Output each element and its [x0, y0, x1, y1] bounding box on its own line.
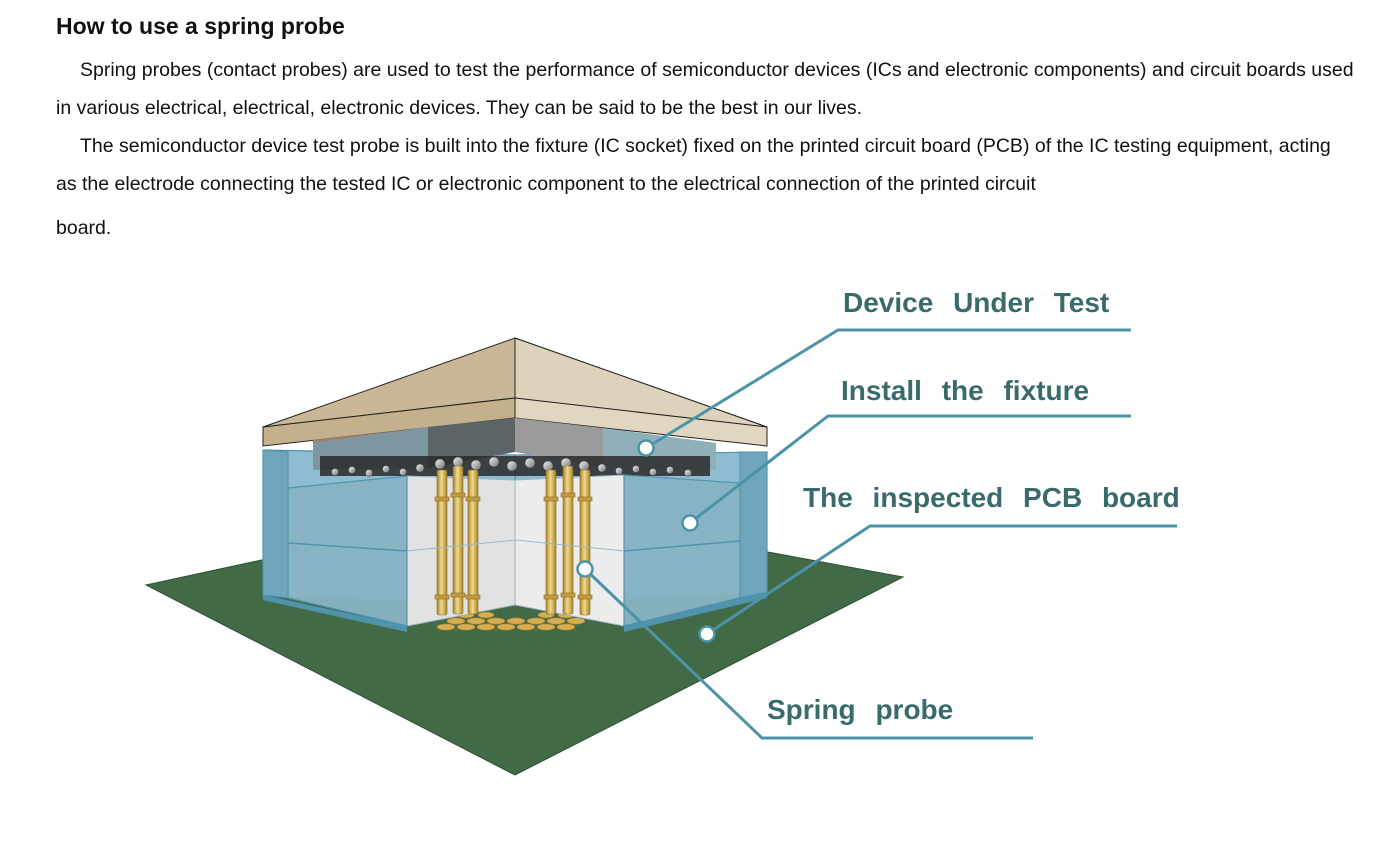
- pcb-pads: [436, 611, 586, 631]
- callout-line-pcb: [706, 524, 1177, 636]
- callout-dots: [576, 439, 716, 643]
- cavity-seam-right: [514, 539, 625, 552]
- callout-label-pcb: The inspected PCB board: [803, 482, 1180, 513]
- callout-label-dut: Device Under Test: [843, 287, 1109, 318]
- fixture-base-right: [624, 592, 767, 632]
- callout-lines: [583, 328, 1177, 740]
- callout-line-fixture: [689, 414, 1131, 525]
- socket-paragraph: The semiconductor device test probe is b…: [56, 127, 1356, 247]
- fixture-base-left: [263, 595, 407, 632]
- callout-dot-dut: [637, 439, 655, 457]
- intro-paragraph: Spring probes (contact probes) are used …: [56, 59, 1354, 119]
- callout-line-probe: [583, 567, 1033, 740]
- callout-dot-fixture: [681, 514, 699, 532]
- fixture-seam-right: [623, 540, 741, 552]
- fixture-seam-left: [287, 542, 408, 552]
- callout-label-probe: Spring probe: [767, 694, 953, 725]
- socket-paragraph-text: The semiconductor device test probe is b…: [56, 135, 1331, 195]
- socket-paragraph-end: board.: [56, 217, 112, 239]
- page-title: How to use a spring probe: [56, 13, 345, 39]
- spring-probes: [434, 465, 593, 616]
- cavity-seam-left: [406, 539, 516, 552]
- dut-package-center-r: [515, 418, 603, 468]
- callout-label-fixture: Install the fixture: [841, 375, 1089, 406]
- dut-front-right-edge: [514, 397, 768, 447]
- callout-dot-pcb: [698, 625, 716, 643]
- callout-line-dut: [645, 328, 1131, 450]
- callout-dot-probe: [576, 560, 594, 578]
- fixture-side-left: [262, 449, 289, 599]
- dut-package-center: [428, 418, 515, 468]
- solder-balls: [331, 456, 692, 477]
